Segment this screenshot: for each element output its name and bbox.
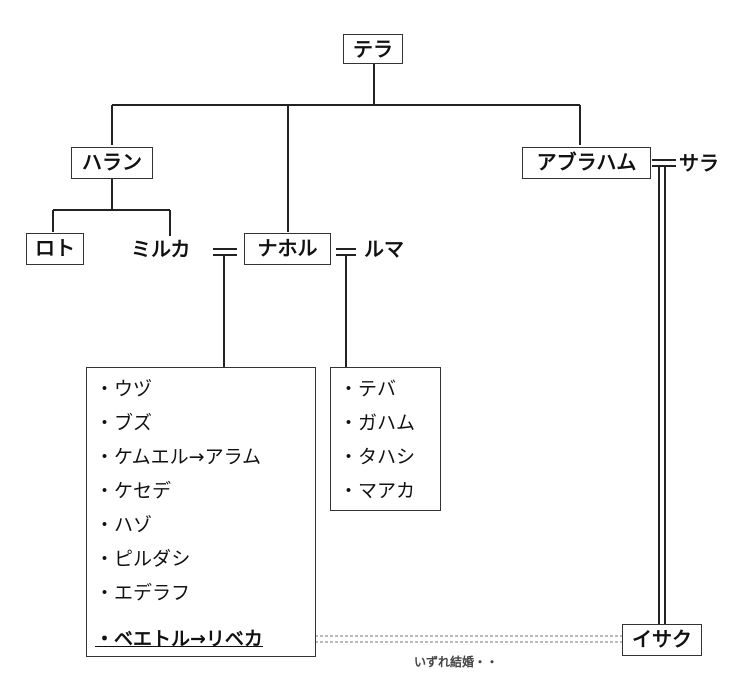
list-item: ・タハシ (339, 446, 416, 468)
list-item: ・ブズ (95, 412, 153, 434)
node-haran: ハラン (71, 147, 153, 179)
node-ruma: ルマ (364, 237, 404, 261)
list-item: ・ガハム (339, 412, 416, 434)
list-item: ・ケムエル→アラム (95, 446, 262, 468)
node-lot: ロト (26, 233, 84, 265)
node-tera: テラ (343, 34, 403, 64)
marriage-note: いずれ結婚・・ (414, 655, 499, 669)
node-nahor: ナホル (244, 233, 331, 265)
list-item: ・ケセデ (95, 480, 172, 502)
node-milka: ミルカ (131, 237, 191, 261)
node-abraham: アブラハム (522, 147, 651, 179)
list-item: ・エデラフ (95, 582, 191, 604)
list-item: ・ピルダシ (95, 548, 191, 570)
list-item: ・ウヅ (95, 378, 153, 400)
list-item: ・ハゾ (95, 514, 153, 536)
node-isaac: イサク (622, 624, 702, 656)
ruma-children-list: ・テバ ・ガハム ・タハシ ・マアカ (330, 367, 441, 511)
list-item-rebecca: ・ベエトル→リベカ (95, 628, 263, 650)
list-item: ・テバ (339, 378, 397, 400)
node-sara: サラ (679, 151, 719, 175)
list-item: ・マアカ (339, 480, 416, 502)
milka-children-list: ・ウヅ ・ブズ ・ケムエル→アラム ・ケセデ ・ハゾ ・ピルダシ ・エデラフ ・… (86, 367, 316, 657)
